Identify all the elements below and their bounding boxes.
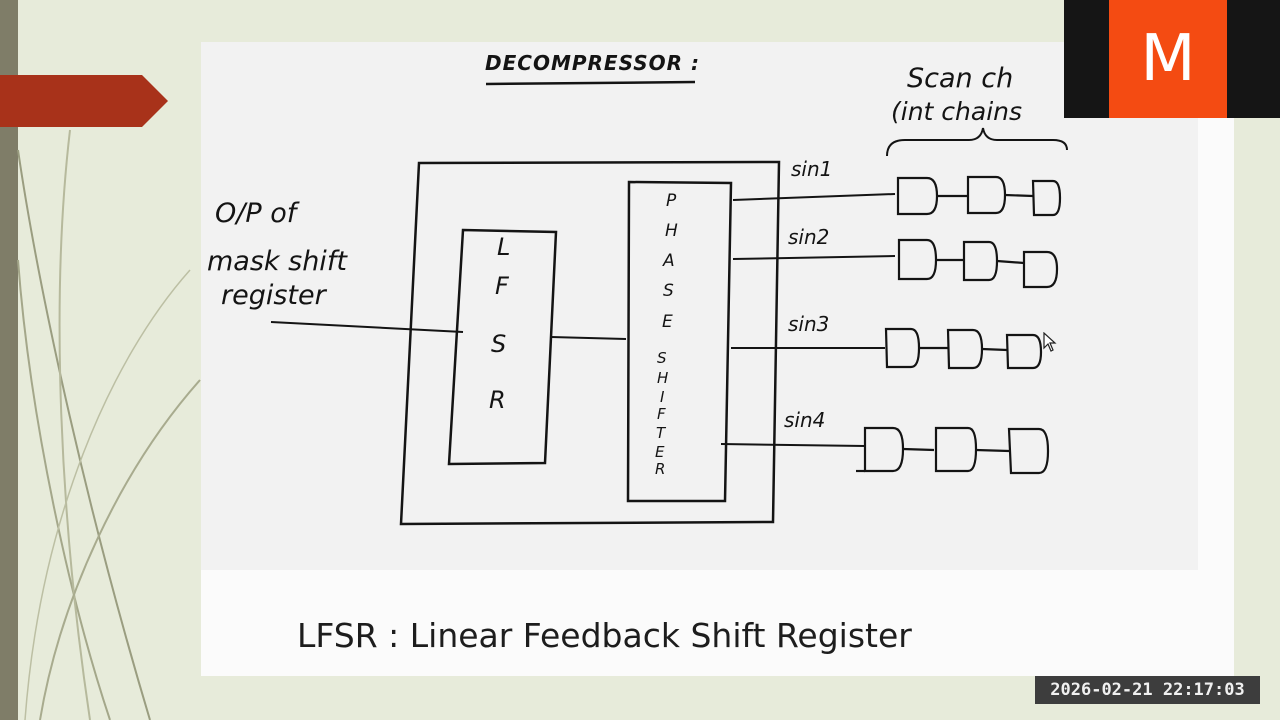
lfsr-box <box>447 228 558 466</box>
slide-canvas: DECOMPRESSOR : O/P of mask shift registe… <box>201 42 1234 676</box>
scan-chain-2 <box>897 238 1059 289</box>
ps-letter-5: E <box>662 312 673 332</box>
handwritten-sketch: DECOMPRESSOR : O/P of mask shift registe… <box>201 42 1198 570</box>
ps-letter-10: T <box>656 424 667 442</box>
ps-letter-1: P <box>666 191 677 211</box>
lfsr-letter-s: S <box>491 330 506 358</box>
ps-letter-8: I <box>660 388 665 406</box>
output-label-sin1: sin1 <box>791 157 832 181</box>
scan-chain-3 <box>884 327 1043 370</box>
decompressor-box <box>399 160 781 526</box>
ps-letter-4: S <box>663 281 674 301</box>
diagram-heading: DECOMPRESSOR : <box>485 51 700 75</box>
output-label-sin2: sin2 <box>788 225 829 249</box>
channel-logo: M <box>1064 0 1280 118</box>
input-label-line-3: register <box>221 280 328 311</box>
input-label-line-2: mask shift <box>207 246 348 277</box>
logo-tile: M <box>1109 0 1227 118</box>
scan-chain-4 <box>856 426 1050 475</box>
accent-arrow-banner <box>0 75 168 127</box>
ps-letter-9: F <box>657 405 666 423</box>
lfsr-letter-l: L <box>497 233 510 261</box>
ps-letter-7: H <box>657 369 668 387</box>
scan-label-line-2: (int chains <box>891 97 1022 126</box>
ps-letter-6: S <box>657 349 667 367</box>
ps-letter-12: R <box>655 460 665 478</box>
ps-letter-11: E <box>655 443 665 461</box>
mouse-cursor-icon <box>1043 332 1057 352</box>
scan-label-line-1: Scan ch <box>907 63 1013 94</box>
lfsr-letter-r: R <box>489 386 506 414</box>
ps-letter-3: A <box>662 251 675 271</box>
decompressor-diagram: DECOMPRESSOR : O/P of mask shift registe… <box>207 51 1068 526</box>
decorative-grass-lines <box>17 129 201 720</box>
output-label-sin3: sin3 <box>788 312 829 336</box>
slide-caption: LFSR : Linear Feedback Shift Register <box>297 616 912 655</box>
timestamp-overlay: 2026-02-21 22:17:03 <box>1035 676 1260 704</box>
left-decor-strip <box>0 0 18 720</box>
scan-chain-1 <box>896 175 1062 217</box>
phase-shifter-box <box>626 180 733 503</box>
output-label-sin4: sin4 <box>784 408 825 432</box>
input-label-line-1: O/P of <box>215 198 300 229</box>
lfsr-letter-f: F <box>495 272 510 300</box>
ps-letter-2: H <box>665 221 678 241</box>
